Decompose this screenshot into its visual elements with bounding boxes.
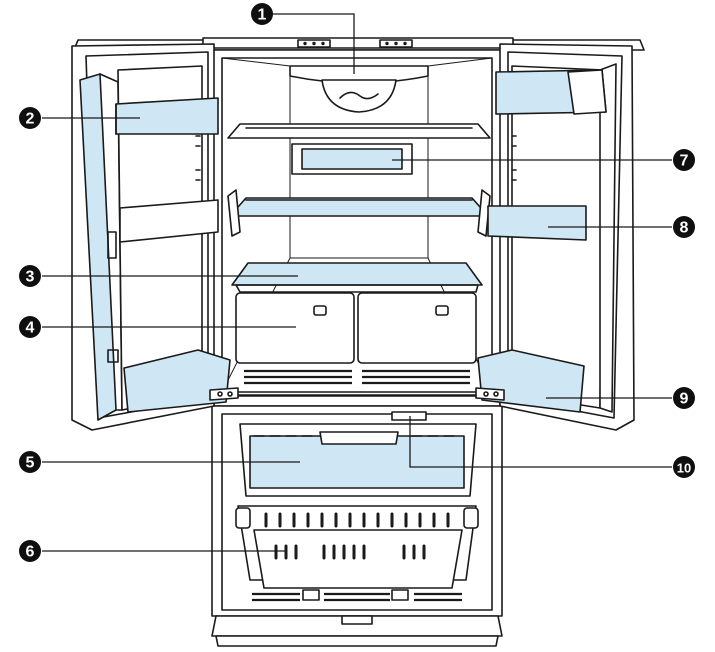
fridge-grille [244, 369, 470, 385]
right-door-bin-top [495, 69, 607, 115]
freezer-grille [252, 589, 462, 602]
crisper-cover [231, 262, 483, 293]
water-filter [291, 143, 413, 175]
base [211, 615, 503, 647]
freezer-basket [235, 505, 479, 589]
freezer-compartment [211, 405, 503, 617]
right-door-bin-middle [487, 205, 587, 241]
callout-8-label: 8 [680, 220, 689, 237]
callout-4-label: 4 [26, 320, 35, 337]
callout-6: 6 [19, 540, 41, 562]
freezer-upper-drawer [239, 423, 477, 497]
callout-3: 3 [19, 265, 41, 287]
callout-10: 10 [673, 456, 695, 478]
left-door-bin-bottom [123, 349, 231, 413]
shelf-top [227, 123, 491, 139]
callout-8: 8 [673, 216, 695, 238]
leader-lines [42, 13, 672, 552]
callout-4: 4 [19, 316, 41, 338]
control-panel [297, 39, 413, 48]
left-door-bin-middle [119, 199, 219, 243]
shelf-middle [227, 189, 491, 237]
callout-9: 9 [673, 387, 695, 409]
callout-3-label: 3 [26, 269, 35, 286]
callout-1-label: 1 [258, 7, 267, 24]
vegetable-drawers [235, 292, 477, 364]
callout-5: 5 [19, 451, 41, 473]
callout-1: 1 [251, 3, 273, 25]
left-door-bin-top [115, 97, 219, 135]
basket-slots [264, 512, 450, 560]
callout-5-label: 5 [26, 455, 35, 472]
callout-6-label: 6 [26, 544, 35, 561]
callout-2-label: 2 [26, 111, 35, 128]
interior-light [289, 65, 429, 113]
callout-10-label: 10 [677, 461, 691, 476]
callout-9-label: 9 [680, 391, 689, 408]
hinges [209, 387, 505, 401]
callout-7: 7 [673, 149, 695, 171]
callout-7-label: 7 [680, 153, 689, 170]
callout-2: 2 [19, 107, 41, 129]
